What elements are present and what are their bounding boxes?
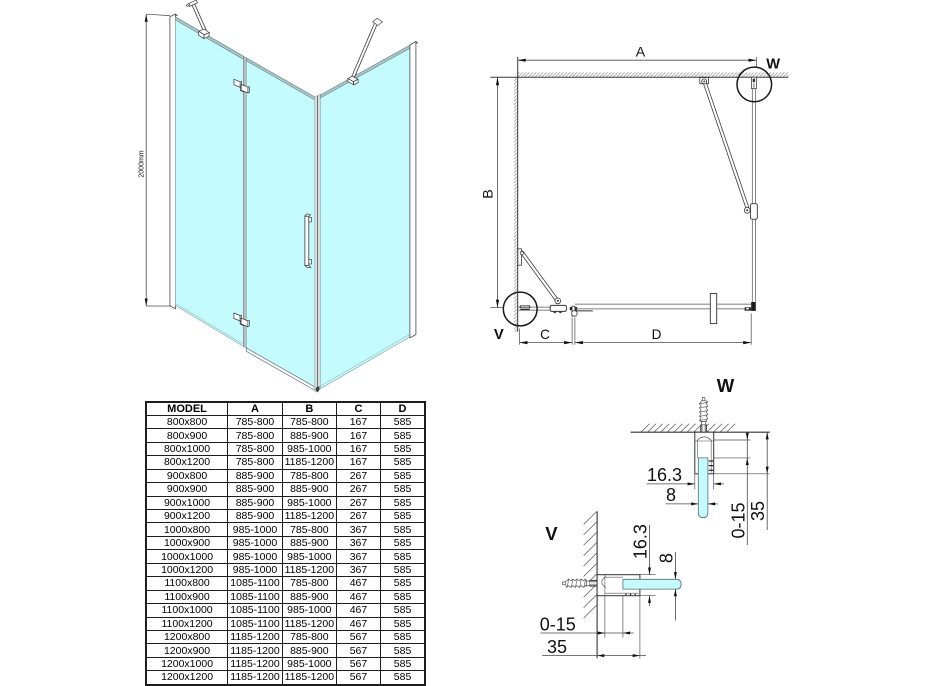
svg-text:W: W [766, 56, 780, 72]
svg-text:8: 8 [656, 553, 676, 563]
svg-text:16.3: 16.3 [647, 465, 682, 485]
svg-text:W: W [717, 375, 735, 396]
svg-text:35: 35 [547, 637, 567, 657]
svg-text:16.3: 16.3 [631, 524, 651, 559]
svg-text:35: 35 [748, 501, 768, 521]
svg-text:V: V [545, 523, 558, 544]
svg-text:A: A [636, 45, 646, 61]
svg-text:0-15: 0-15 [540, 614, 576, 634]
svg-text:D: D [652, 327, 662, 342]
svg-text:B: B [481, 189, 497, 198]
svg-text:V: V [494, 327, 504, 343]
svg-text:8: 8 [666, 485, 676, 505]
svg-text:2000mm: 2000mm [138, 150, 145, 177]
svg-text:C: C [540, 327, 550, 342]
svg-text:0-15: 0-15 [728, 502, 748, 538]
